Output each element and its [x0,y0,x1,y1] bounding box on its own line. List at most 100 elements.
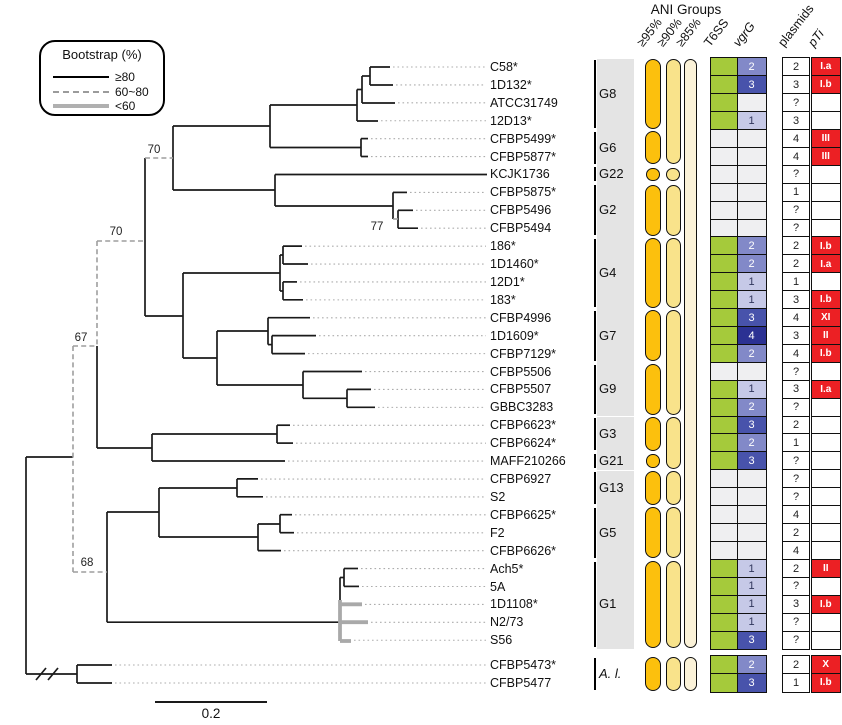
pti-type-cell: II [811,558,841,579]
taxon-label: 186* [490,239,516,254]
plasmid-count-cell: ? [782,93,810,113]
t6ss-cell [710,361,738,382]
vgrg-cell [736,128,767,149]
group-label-G9: G9 [599,381,617,397]
ani-capsule [665,417,681,469]
pti-type-cell: I.b [811,673,841,693]
plasmid-count-cell: 4 [782,540,810,561]
plasmid-count-cell: 4 [782,146,810,167]
t6ss-cell [710,164,738,185]
legend-label: <60 [115,99,136,113]
group-tick [594,310,596,361]
pti-type-cell [811,164,841,185]
pti-type-cell [811,111,841,131]
taxon-label: MAFF210266 [490,454,566,469]
group-label-G5: G5 [599,524,617,540]
t6ss-cell [710,111,738,131]
pti-type-cell: XI [811,308,841,328]
vgrg-cell: 2 [736,655,767,675]
t6ss-cell [710,630,738,650]
vgrg-cell: 1 [736,558,767,579]
plasmid-count-cell: 2 [782,655,810,675]
group-tick [594,507,596,558]
pti-type-cell [811,182,841,203]
pti-type-cell: III [811,128,841,149]
group-label-G4: G4 [599,265,617,280]
vgrg-cell: 3 [736,630,767,650]
pti-type-cell: I.a [811,254,841,274]
t6ss-cell [710,451,738,471]
group-tick [594,185,596,236]
legend-label: 60~80 [115,85,149,99]
vgrg-cell: 2 [736,236,767,256]
pti-type-cell [811,523,841,543]
t6ss-cell [710,75,738,95]
group-tick [594,472,596,504]
plasmid-count-cell: 1 [782,272,810,292]
t6ss-cell [710,415,738,435]
taxon-label: 1D1609* [490,328,539,343]
taxon-label: CFBP5507 [490,382,552,397]
plasmid-count-cell: 4 [782,505,810,525]
vgrg-cell [736,218,767,238]
plasmid-count-cell: 2 [782,236,810,256]
vgrg-cell: 1 [736,379,767,400]
taxon-label: CFBP5877* [490,149,557,164]
vgrg-cell: 1 [736,594,767,615]
ani-capsule [665,59,681,165]
taxon-label: GBBC3283 [490,400,554,415]
taxon-label: 12D13* [490,113,532,128]
t6ss-cell [710,128,738,149]
tree-branch [35,667,47,681]
taxon-label: CFBP6927 [490,472,552,487]
taxon-label: S2 [490,489,506,504]
plasmid-count-cell: 2 [782,558,810,579]
pti-type-cell: I.b [811,594,841,615]
t6ss-cell [710,146,738,167]
vgrg-cell: 1 [736,576,767,597]
ani-capsule [645,363,661,416]
plasmid-count-cell: ? [782,576,810,597]
pti-type-cell: I.b [811,343,841,364]
t6ss-cell [710,673,738,693]
vgrg-cell: 3 [736,451,767,471]
taxon-label: Ach5* [490,561,524,576]
plasmid-count-cell: 3 [782,379,810,400]
vgrg-cell: 3 [736,415,767,435]
pti-type-cell: I.a [811,379,841,400]
group-label-G6: G6 [599,139,617,155]
pti-type-cell: III [811,146,841,167]
pti-type-cell [811,505,841,525]
group-tick [594,60,596,128]
taxon-label: CFBP5506 [490,364,552,379]
ani-capsule [665,309,681,416]
ani-capsule [645,507,661,559]
taxon-label: C58* [490,60,518,74]
plasmid-count-cell: ? [782,200,810,220]
ani-capsule [665,184,681,237]
t6ss-cell [710,594,738,615]
dashed-line-sample [53,91,109,93]
taxon-label: 1D1460* [490,257,539,272]
ani-capsule [683,657,697,691]
vgrg-cell [736,164,767,185]
scale-bar-label: 0.2 [201,706,221,721]
plasmid-count-cell: 1 [782,433,810,453]
taxon-label: 5A [490,579,506,594]
group-label-G21: G21 [599,453,624,469]
ani-groups-title: ANI Groups [650,2,722,17]
taxon-label: CFBP5496 [490,203,552,218]
group-tick [594,364,596,415]
pti-type-cell: II [811,326,841,346]
pti-type-cell [811,630,841,650]
pti-type-cell: I.b [811,75,841,95]
plasmid-count-cell: ? [782,361,810,382]
pti-type-cell [811,576,841,597]
taxon-label: CFBP6625* [490,507,557,522]
plasmid-count-cell: ? [782,469,810,489]
plasmid-count-cell: ? [782,451,810,471]
taxon-label: S56 [490,633,513,648]
plasmid-count-cell: 2 [782,523,810,543]
vgrg-cell: 4 [736,326,767,346]
